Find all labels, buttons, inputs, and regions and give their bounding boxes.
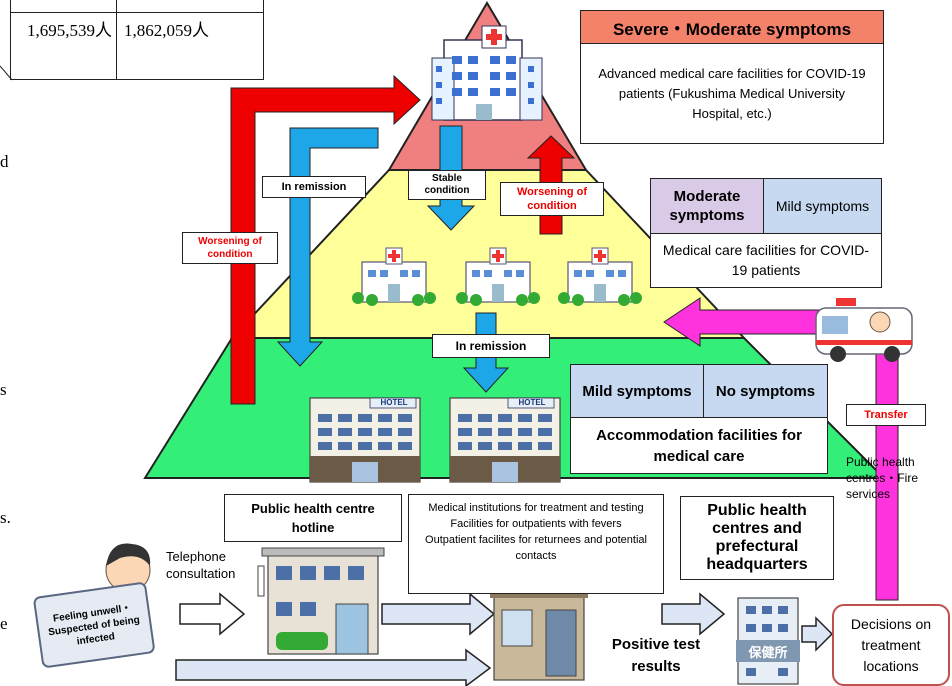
- in-remission-label-mid: In remission: [432, 334, 550, 358]
- hotel-sign-1: HOTEL: [380, 398, 408, 407]
- medical-care-facilities-text: Medical care facilities for COVID-19 pat…: [662, 242, 870, 278]
- flow-arrow-3: [175, 648, 492, 686]
- mild-symptoms-cell-green: Mild symptoms: [571, 365, 704, 418]
- left-fragment-4: e: [0, 614, 8, 633]
- hotline-building-icon: [257, 547, 385, 655]
- hospital-icon: [431, 25, 543, 121]
- worsening-condition-label-left: Worsening of condition: [182, 232, 278, 264]
- public-health-fire-text: Public health centres・Fire services: [846, 455, 919, 501]
- table-cell-2: 1,862,059人: [124, 21, 209, 40]
- transfer-label: Transfer: [846, 404, 926, 426]
- feeling-unwell-shape: [33, 582, 155, 668]
- flow-arrow-4: [661, 592, 726, 636]
- flow-arrow-5: [801, 616, 834, 652]
- clinic-icon-3: [558, 247, 642, 306]
- hokenjo-building-icon: [736, 597, 800, 685]
- outpatient-building-icon: [490, 590, 588, 681]
- left-fragment-1: d: [0, 152, 9, 171]
- accommodation-box: Mild symptoms No symptoms Accommodation …: [570, 364, 828, 474]
- hotel-sign-2: HOTEL: [518, 398, 546, 407]
- left-fragment-3: s.: [0, 508, 11, 527]
- flow-arrow-2: [381, 592, 496, 636]
- mild-symptoms-cell: Mild symptoms: [764, 179, 881, 234]
- severe-moderate-box: Severe・Moderate symptoms Advanced medica…: [580, 10, 884, 144]
- moderate-symptoms-cell: Moderate symptoms: [651, 179, 764, 234]
- headquarters-box: Public health centres and prefectural he…: [680, 496, 834, 580]
- statistics-table: 1,695,539人 1,862,059人: [0, 0, 266, 82]
- medical-institutions-box: Medical institutions for treatment and t…: [408, 494, 664, 594]
- no-symptoms-cell: No symptoms: [704, 365, 827, 418]
- hokenjo-sign: 保健所: [748, 644, 788, 660]
- medical-institutions-line-3: Outpatient facilites for returnees and p…: [425, 534, 647, 562]
- worsening-condition-label-center: Worsening of condition: [500, 182, 604, 216]
- clinic-icon-2: [456, 247, 540, 306]
- hotel-icon-1: [309, 397, 421, 483]
- medical-institutions-line-1: Medical institutions for treatment and t…: [428, 502, 644, 514]
- positive-test-results-text: Positive test results: [611, 636, 701, 675]
- clinic-icon-1: [352, 247, 436, 306]
- accommodation-facilities-text: Accommodation facilities for medical car…: [596, 427, 802, 465]
- in-remission-label-top: In remission: [262, 176, 366, 198]
- moderate-mild-box: Moderate symptoms Mild symptoms Medical …: [650, 178, 882, 288]
- left-fragment-2: s: [0, 380, 7, 399]
- severe-moderate-header: Severe・Moderate symptoms: [581, 11, 883, 44]
- flow-arrow-1: [179, 592, 246, 636]
- stable-condition-label: Stable condition: [408, 170, 486, 200]
- advanced-facilities-text: Advanced medical care facilities for COV…: [598, 66, 866, 121]
- hotel-icon-2: [449, 397, 561, 483]
- ambulance-icon: [815, 298, 913, 362]
- hotline-box: Public health centre hotline: [224, 494, 402, 542]
- telephone-consultation-text: Telephone consultation: [166, 549, 236, 581]
- medical-institutions-line-2: Facilities for outpatients with fevers: [450, 518, 622, 530]
- table-cell-1: 1,695,539人: [27, 21, 112, 40]
- decisions-box: Decisions on treatment locations: [832, 604, 950, 686]
